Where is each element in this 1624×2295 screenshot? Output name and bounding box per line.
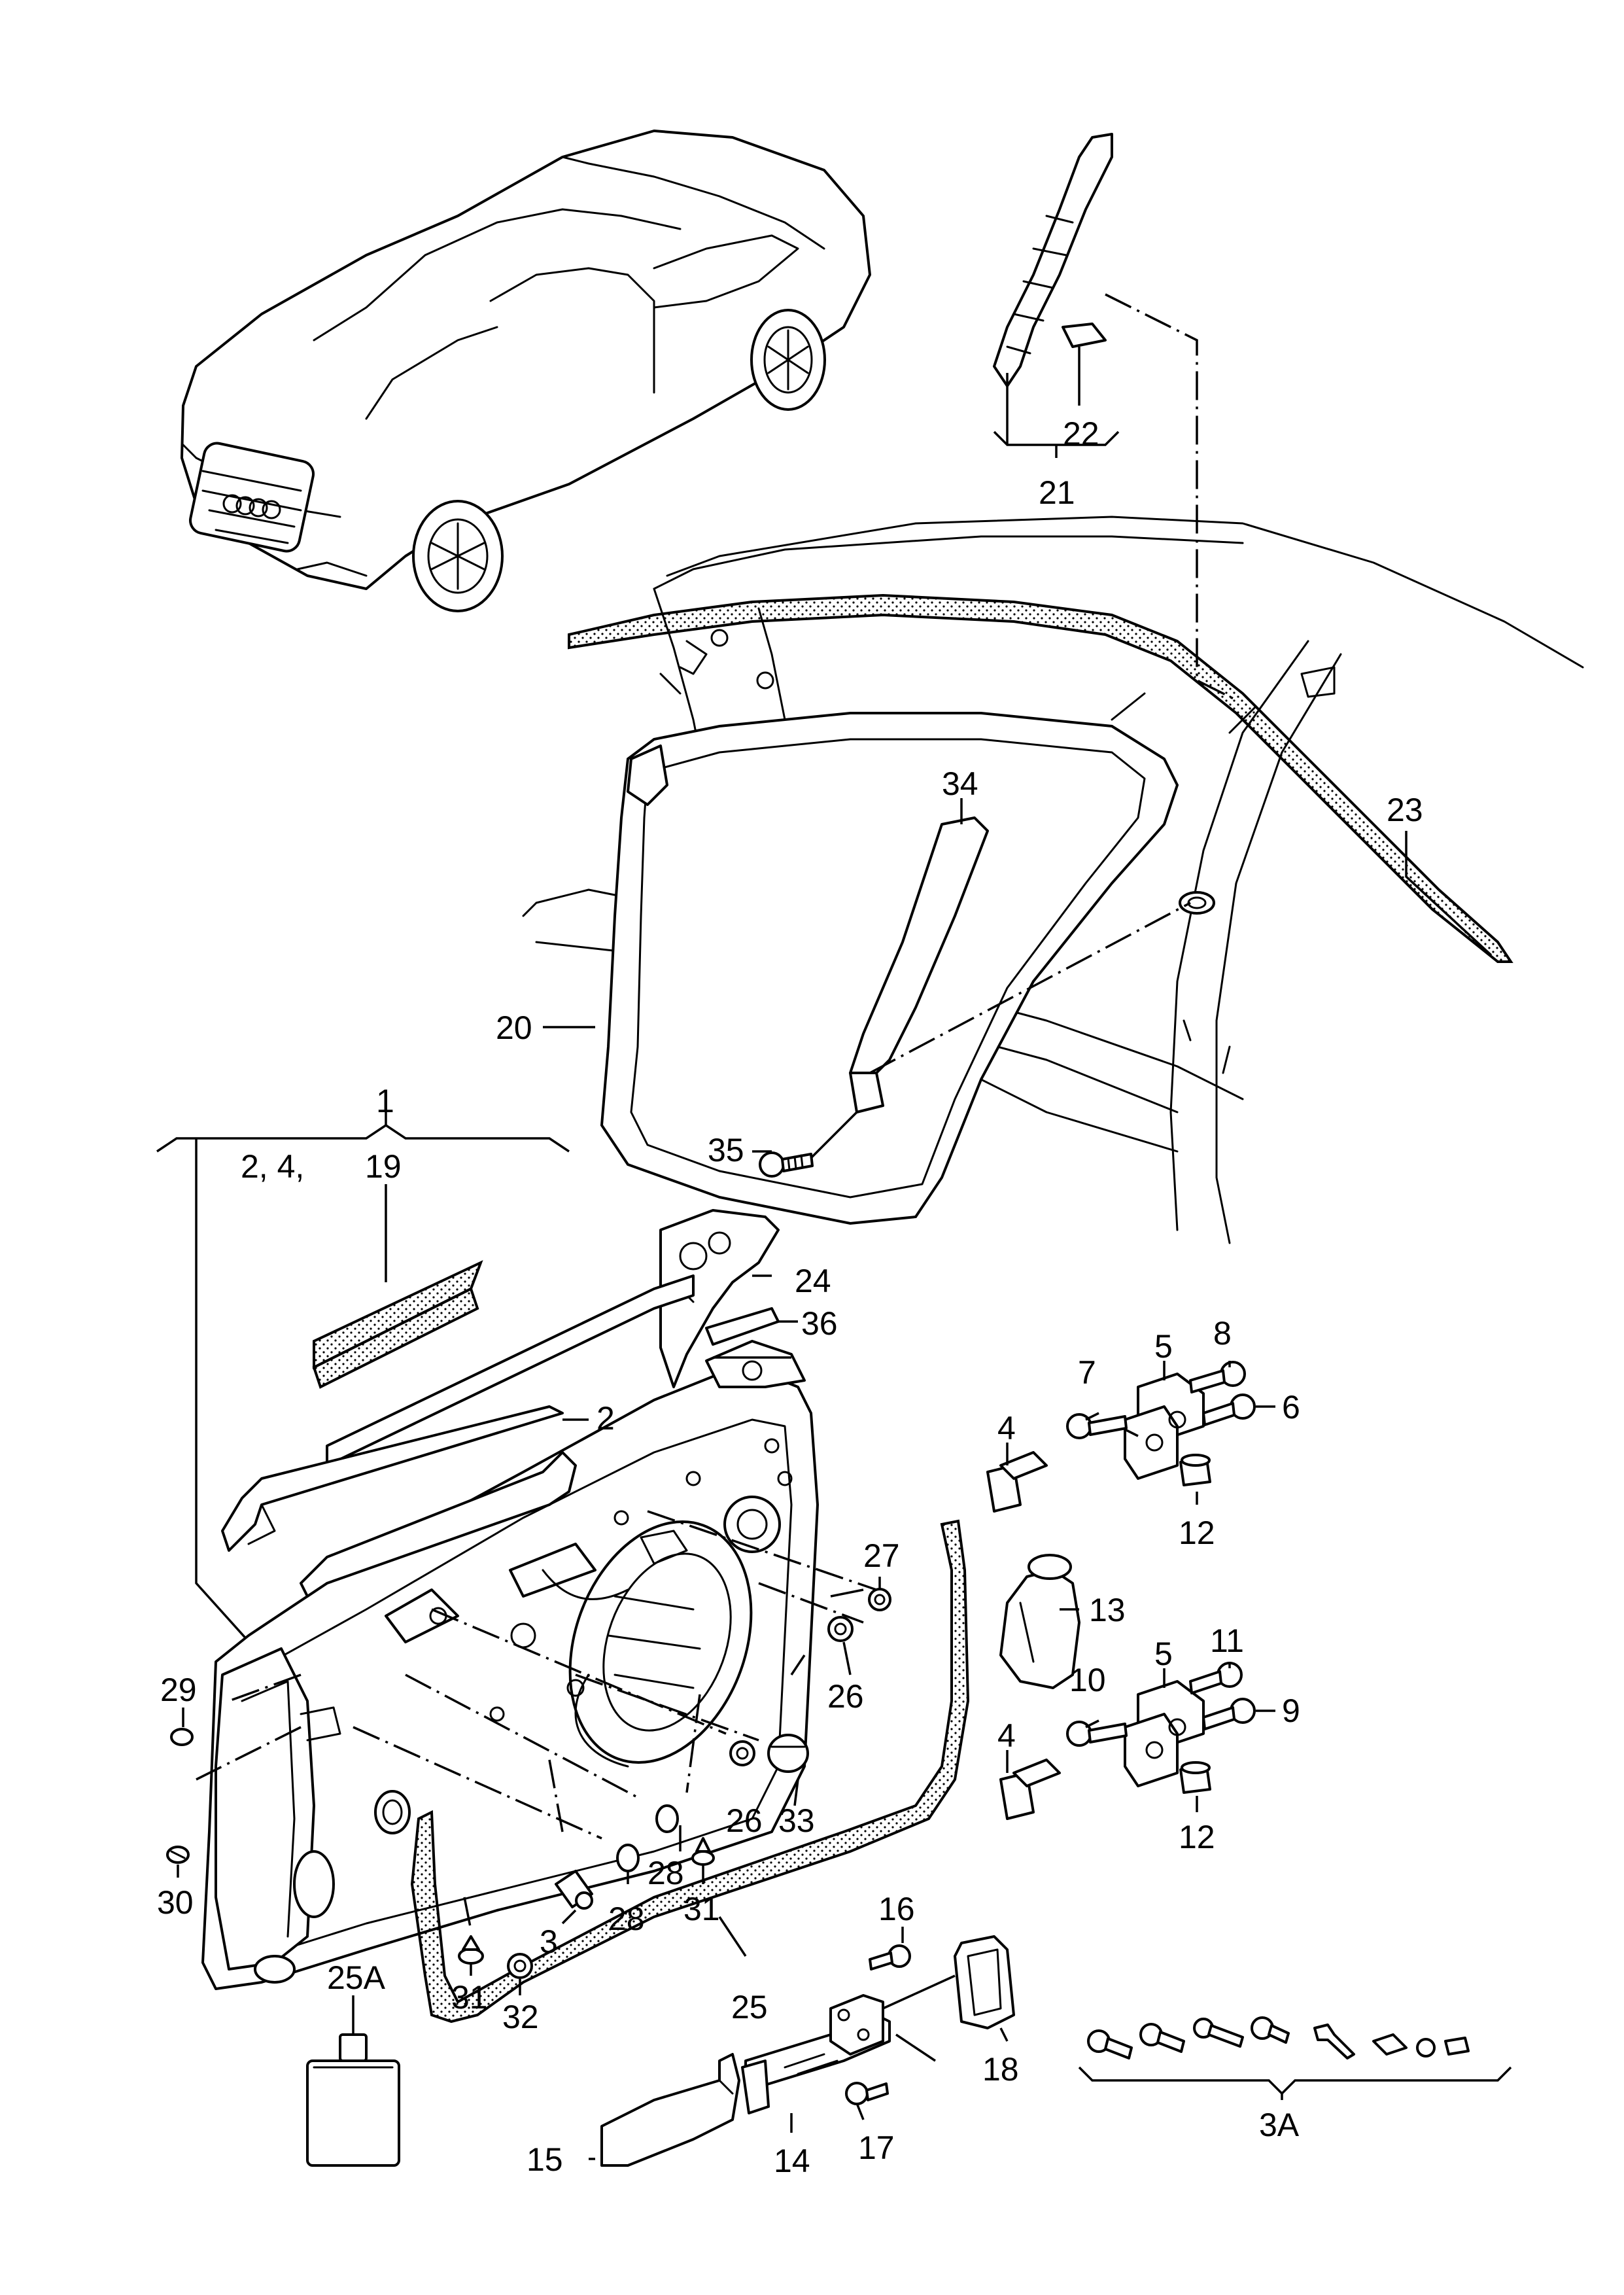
cover-13	[999, 1554, 1080, 1689]
callout-19: 19	[365, 1148, 402, 1185]
connector-3	[555, 1870, 593, 1910]
callout-28b: 28	[608, 1901, 645, 1937]
clip-22	[1062, 323, 1107, 348]
callout-36: 36	[801, 1305, 838, 1342]
clip-31b	[458, 1935, 484, 1965]
callout-34: 34	[942, 765, 978, 802]
check-strap-bracket-4b	[999, 1759, 1061, 1820]
callout-28a: 28	[648, 1855, 684, 1891]
callout-14: 14	[774, 2143, 810, 2179]
grommet-18	[954, 1935, 1015, 2029]
callout-10: 10	[1069, 1662, 1106, 1698]
callout-33: 33	[778, 1802, 815, 1839]
bolt-7	[1066, 1413, 1128, 1439]
callout-7: 7	[1078, 1354, 1096, 1391]
callout-31b: 31	[451, 1979, 488, 2016]
door-opening-seal-20	[600, 712, 1179, 1225]
window-channel-24	[326, 1209, 780, 1467]
hinge-lower-5	[1124, 1680, 1205, 1787]
callout-32: 32	[502, 1999, 539, 2035]
callout-25A: 25A	[327, 1959, 386, 1996]
cap-12a	[1179, 1454, 1211, 1486]
bolt-9	[1202, 1698, 1256, 1730]
callout-3A: 3A	[1259, 2107, 1300, 2143]
clip-31a	[691, 1837, 715, 1866]
callout-13: 13	[1089, 1592, 1126, 1628]
door-seal-25	[410, 1519, 970, 2023]
plug-28a	[655, 1804, 679, 1833]
bolt-10	[1066, 1721, 1128, 1747]
roof-seal-23	[568, 593, 1513, 963]
callout-22: 22	[1063, 415, 1099, 452]
grommet-32	[507, 1953, 533, 1979]
callout-16: 16	[878, 1891, 915, 1927]
b-pillar-trim-21	[993, 133, 1113, 387]
grommet-26b	[729, 1740, 755, 1766]
callout-8: 8	[1213, 1315, 1232, 1352]
callout-31a: 31	[683, 1891, 720, 1927]
callout-21: 21	[1039, 474, 1075, 511]
callout-27: 27	[863, 1537, 900, 1574]
callout-15: 15	[527, 2141, 563, 2178]
bolt-6	[1202, 1393, 1256, 1426]
callout-3: 3	[540, 1923, 558, 1960]
callout-35: 35	[708, 1132, 744, 1168]
callout-17: 17	[858, 2129, 895, 2166]
bolt-16	[869, 1944, 911, 1971]
insulation-pad-19	[312, 1260, 483, 1389]
callout-2-4: 2, 4,	[241, 1148, 304, 1185]
callout-11: 11	[1210, 1622, 1244, 1659]
callout-30: 30	[157, 1884, 194, 1921]
callout-5a: 5	[1154, 1328, 1173, 1365]
bottle-25A	[306, 2033, 400, 2167]
callout-9: 9	[1282, 1692, 1300, 1729]
callout-4b: 4	[997, 1717, 1016, 1754]
callout-labels: 1 2, 4, 19 2 3 3A 4 4 5 5 6 7 8 9 10 11 …	[157, 415, 1423, 2179]
car-logo-rings	[222, 494, 281, 519]
callout-29: 29	[160, 1672, 197, 1708]
bolt-17	[845, 2082, 889, 2105]
strip-36	[705, 1307, 780, 1346]
grommet-27	[868, 1588, 891, 1611]
sill-strip-2	[221, 1405, 577, 1598]
callout-12a: 12	[1179, 1515, 1215, 1551]
trim-cover-15	[600, 2053, 740, 2167]
door-shell	[201, 1340, 819, 1990]
car-overview-illustration	[181, 130, 871, 612]
callout-24: 24	[795, 1263, 831, 1299]
check-strap-14	[741, 1994, 891, 2114]
fastener-assortment-3A	[1087, 2016, 1470, 2059]
plug-29	[170, 1728, 194, 1746]
callout-26b: 26	[726, 1802, 763, 1839]
callout-25: 25	[731, 1989, 768, 2025]
bolt-11	[1189, 1662, 1243, 1694]
callout-18: 18	[982, 2051, 1019, 2088]
check-strap-bracket-4a	[986, 1451, 1048, 1513]
bump-stop-33	[767, 1734, 809, 1773]
callout-12b: 12	[1179, 1819, 1215, 1855]
clip-30	[166, 1846, 190, 1864]
callout-2: 2	[596, 1400, 615, 1437]
screw-35	[759, 1151, 814, 1178]
plug-28b	[616, 1844, 640, 1872]
callout-5b: 5	[1154, 1636, 1173, 1672]
cap-12b	[1179, 1761, 1211, 1794]
callout-6: 6	[1282, 1389, 1300, 1426]
callout-23: 23	[1387, 792, 1423, 828]
callout-26a: 26	[827, 1678, 864, 1715]
pillar-trim-34	[849, 816, 989, 1113]
grommet-26a	[827, 1616, 854, 1642]
hinge-upper-5	[1124, 1373, 1205, 1480]
callout-20: 20	[496, 1009, 532, 1046]
callout-4a: 4	[997, 1410, 1016, 1446]
bolt-8	[1189, 1361, 1246, 1393]
callout-1: 1	[376, 1083, 394, 1119]
